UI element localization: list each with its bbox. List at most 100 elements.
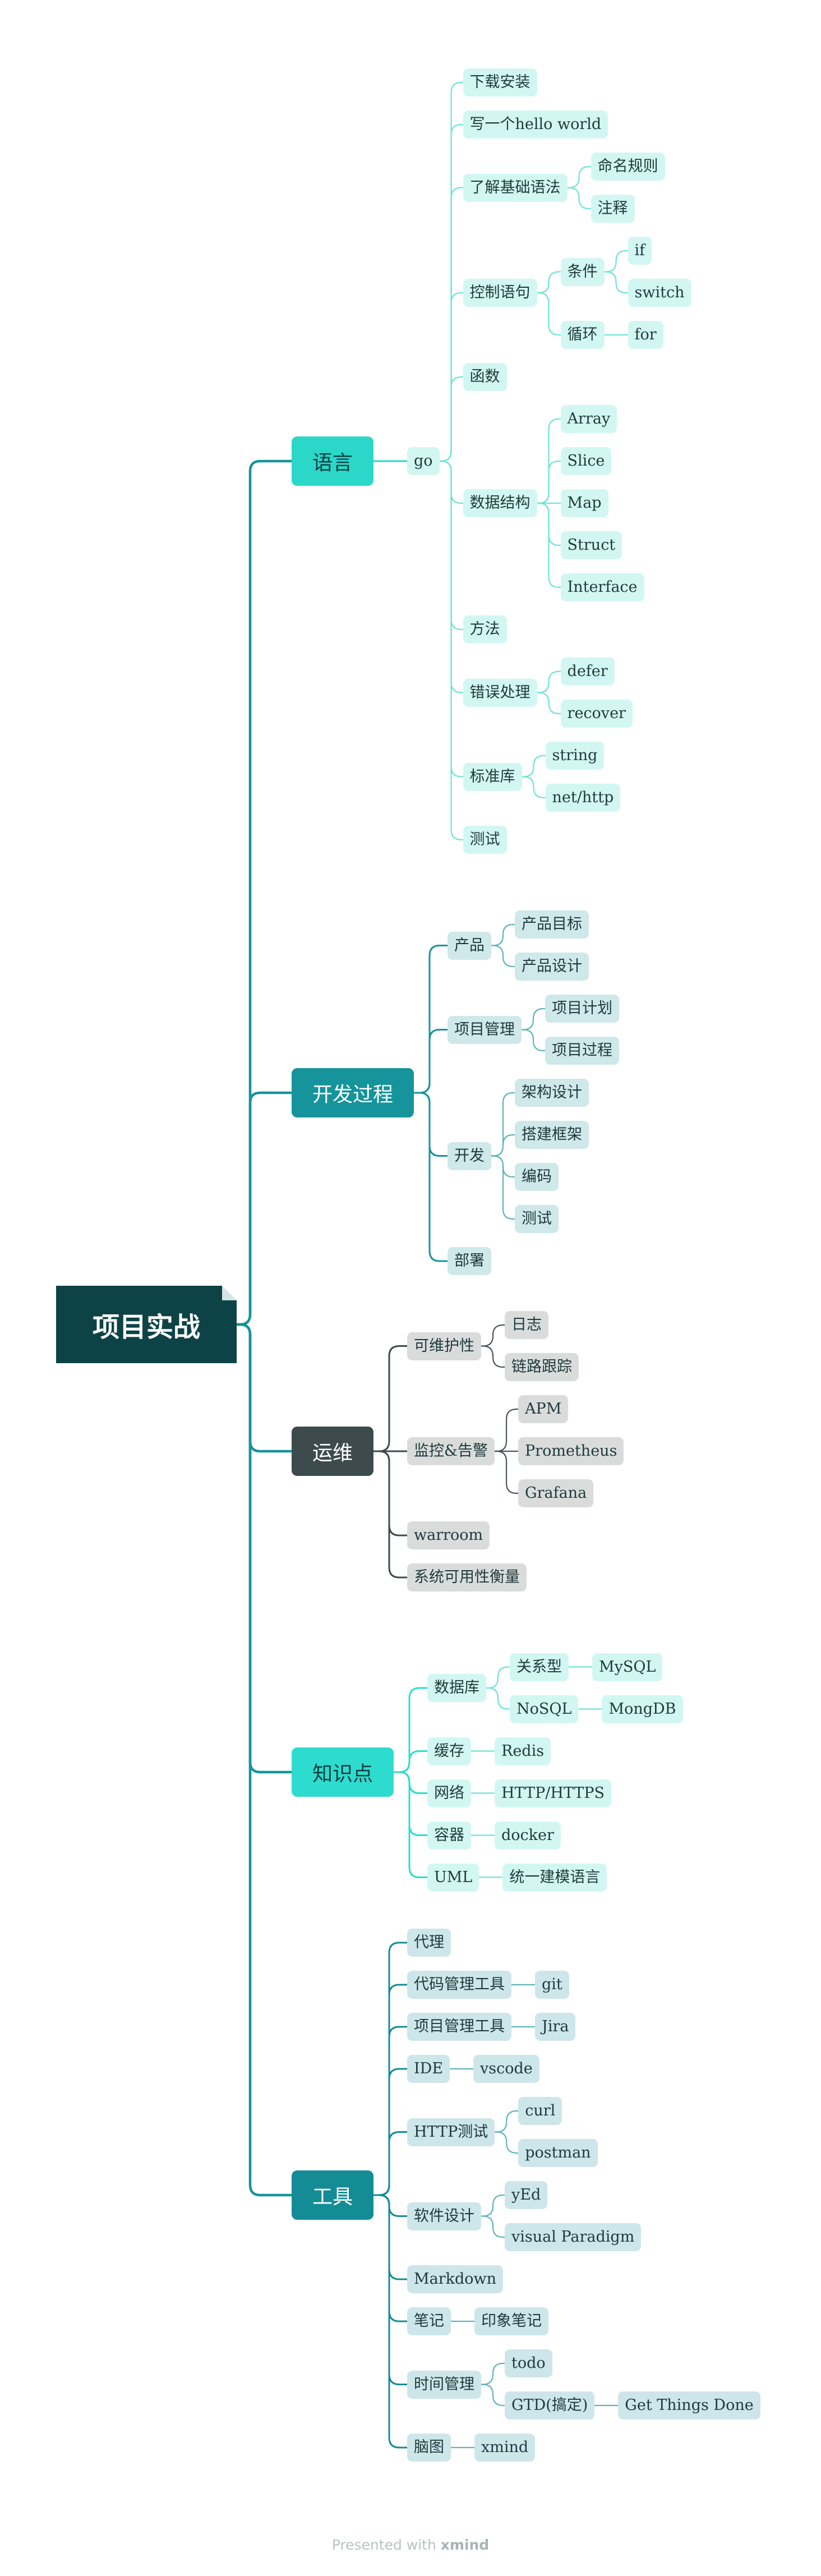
topic-todo[interactable]: todo: [505, 2349, 552, 2377]
subtopic-http[interactable]: HTTP测试: [407, 2118, 495, 2146]
subtopic-go[interactable]: go: [407, 447, 440, 475]
topic-get-things-done[interactable]: Get Things Done: [618, 2391, 760, 2419]
subtopic-topic[interactable]: 可维护性: [407, 1332, 481, 1360]
topic-topic[interactable]: 循环: [560, 321, 605, 349]
topic-topic[interactable]: 产品目标: [515, 910, 589, 939]
subtopic-topic[interactable]: 产品: [448, 931, 491, 960]
topic-xmind[interactable]: xmind: [474, 2434, 536, 2462]
branch-2[interactable]: 开发过程: [292, 1068, 414, 1117]
subtopic-topic[interactable]: 缓存: [427, 1737, 471, 1765]
subtopic-markdown[interactable]: Markdown: [407, 2265, 504, 2293]
topic-recover[interactable]: recover: [560, 700, 633, 728]
subtopic-topic[interactable]: 开发: [448, 1142, 491, 1170]
topic-mysql[interactable]: MySQL: [592, 1653, 663, 1681]
topic-topic[interactable]: 条件: [560, 257, 605, 286]
topic-gtd[interactable]: GTD(搞定): [505, 2391, 595, 2419]
topic-label: Jira: [542, 2018, 569, 2035]
topic-topic[interactable]: 测试: [515, 1205, 559, 1233]
topic-topic[interactable]: 注释: [591, 195, 635, 223]
topic-topic[interactable]: 架构设计: [515, 1079, 589, 1107]
subtopic-topic[interactable]: 系统可用性衡量: [407, 1563, 527, 1591]
branch-5[interactable]: 工具: [292, 2170, 373, 2220]
root-topic[interactable]: 项目实战: [56, 1286, 237, 1363]
topic-visual-paradigm[interactable]: visual Paradigm: [505, 2223, 642, 2251]
subtopic-topic[interactable]: 笔记: [407, 2307, 451, 2335]
topic-curl[interactable]: curl: [518, 2097, 562, 2125]
subtopic-topic[interactable]: 监控&告警: [407, 1437, 495, 1465]
subtopic-topic[interactable]: 软件设计: [407, 2202, 481, 2230]
branch-1[interactable]: 语言: [292, 436, 373, 486]
topic-yed[interactable]: yEd: [505, 2181, 548, 2209]
subtopic-uml[interactable]: UML: [427, 1863, 479, 1892]
topic-label: git: [542, 1976, 562, 1993]
topic-vscode[interactable]: vscode: [473, 2055, 539, 2083]
topic-topic[interactable]: 函数: [463, 363, 507, 391]
topic-label: Grafana: [525, 1484, 587, 1502]
topic-apm[interactable]: APM: [518, 1395, 569, 1423]
topic-topic[interactable]: 数据结构: [463, 489, 537, 517]
topic-topic[interactable]: 下载安装: [463, 68, 537, 96]
topic-topic[interactable]: 控制语句: [463, 279, 537, 307]
topic-label: visual Paradigm: [511, 2228, 635, 2246]
topic-label: 缓存: [434, 1742, 464, 1760]
subtopic-ide[interactable]: IDE: [407, 2055, 450, 2083]
subtopic-topic[interactable]: 部署: [448, 1247, 491, 1275]
topic-nosql[interactable]: NoSQL: [510, 1695, 579, 1723]
topic-for[interactable]: for: [628, 321, 663, 349]
topic-git[interactable]: git: [535, 1971, 569, 1999]
topic-topic[interactable]: 链路跟踪: [505, 1353, 579, 1381]
topic-topic[interactable]: 印象笔记: [474, 2307, 548, 2335]
topic-topic[interactable]: 了解基础语法: [463, 173, 568, 202]
topic-topic[interactable]: 日志: [505, 1311, 548, 1339]
topic-array[interactable]: Array: [560, 405, 617, 433]
connector-line: [480, 1345, 506, 1368]
topic-topic[interactable]: 方法: [463, 615, 507, 643]
topic-topic[interactable]: 统一建模语言: [502, 1863, 607, 1892]
connector-line: [566, 165, 592, 188]
topic-slice[interactable]: Slice: [560, 447, 612, 475]
connector-line: [536, 670, 561, 693]
topic-net-http[interactable]: net/http: [545, 784, 621, 812]
topic-topic[interactable]: 项目过程: [545, 1037, 619, 1065]
topic-topic[interactable]: 编码: [515, 1163, 559, 1191]
topic-label: 链路跟踪: [511, 1358, 572, 1376]
topic-topic[interactable]: 产品设计: [515, 953, 589, 981]
topic-docker[interactable]: docker: [495, 1821, 561, 1850]
topic-map[interactable]: Map: [560, 489, 608, 517]
topic-string[interactable]: string: [545, 742, 605, 770]
topic-topic[interactable]: 关系型: [510, 1653, 569, 1681]
branch-4[interactable]: 知识点: [292, 1747, 394, 1797]
topic-grafana[interactable]: Grafana: [518, 1479, 594, 1507]
topic-mongdb[interactable]: MongDB: [602, 1695, 683, 1723]
subtopic-topic[interactable]: 项目管理: [448, 1015, 522, 1044]
topic-if[interactable]: if: [628, 237, 652, 265]
topic-hello-world[interactable]: 写一个hello world: [463, 111, 608, 139]
topic-topic[interactable]: 搭建框架: [515, 1121, 589, 1149]
subtopic-warroom[interactable]: warroom: [407, 1521, 490, 1549]
topic-switch[interactable]: switch: [628, 279, 691, 307]
subtopic-topic[interactable]: 脑图: [407, 2434, 451, 2462]
topic-topic[interactable]: 标准库: [463, 762, 522, 791]
subtopic-topic[interactable]: 代理: [407, 1929, 451, 1957]
topic-interface[interactable]: Interface: [560, 573, 644, 601]
topic-http-https[interactable]: HTTP/HTTPS: [495, 1779, 612, 1807]
topic-jira[interactable]: Jira: [535, 2013, 576, 2041]
subtopic-topic[interactable]: 项目管理工具: [407, 2013, 511, 2041]
topic-topic[interactable]: 命名规则: [591, 153, 665, 181]
topic-prometheus[interactable]: Prometheus: [518, 1437, 624, 1465]
subtopic-topic[interactable]: 容器: [427, 1821, 471, 1850]
connector-line: [372, 1450, 408, 1537]
topic-defer[interactable]: defer: [560, 657, 615, 686]
branch-3[interactable]: 运维: [292, 1427, 373, 1476]
topic-redis[interactable]: Redis: [495, 1737, 551, 1765]
topic-topic[interactable]: 测试: [463, 826, 507, 854]
topic-label: switch: [634, 284, 685, 301]
topic-topic[interactable]: 项目计划: [545, 995, 619, 1023]
subtopic-topic[interactable]: 时间管理: [407, 2370, 481, 2399]
topic-struct[interactable]: Struct: [560, 531, 622, 559]
topic-topic[interactable]: 错误处理: [463, 678, 537, 707]
subtopic-topic[interactable]: 代码管理工具: [407, 1971, 511, 1999]
subtopic-topic[interactable]: 网络: [427, 1779, 471, 1807]
subtopic-topic[interactable]: 数据库: [427, 1674, 486, 1702]
topic-postman[interactable]: postman: [518, 2139, 598, 2167]
